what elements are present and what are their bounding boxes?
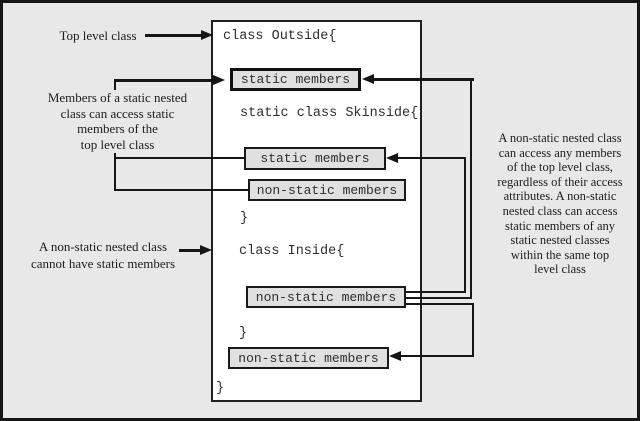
- connector-to-skinside-static: [114, 157, 245, 159]
- static-nested-note: Members of a static nested class can acc…: [47, 90, 188, 152]
- connector-staticnote-top-shaft: [114, 79, 214, 82]
- connector-nonstaticnote-shaft: [179, 249, 201, 252]
- right-access-note: A non-static nested class can access any…: [497, 131, 623, 277]
- arrowhead-outside-static-right-icon: [362, 74, 374, 84]
- code-outside-open: class Outside{: [223, 29, 337, 44]
- code-inside-close: }: [239, 326, 248, 341]
- code-inside-open: class Inside{: [239, 244, 345, 259]
- outside-static-members-box: static members: [230, 68, 361, 91]
- connector-drop-to-bottom: [472, 303, 474, 357]
- code-skinside-close: }: [240, 211, 249, 226]
- skinside-nonstatic-members-box: non-static members: [248, 179, 406, 201]
- top-level-class-label: Top level class: [59, 28, 137, 43]
- code-outside-close: }: [216, 381, 225, 396]
- connector-top-level-shaft: [145, 34, 203, 37]
- connector-riser-outer: [470, 78, 472, 299]
- arrowhead-outside-nonstatic-icon: [389, 351, 401, 361]
- skinside-static-members-box: static members: [244, 147, 386, 170]
- code-skinside-open: static class Skinside{: [240, 106, 419, 121]
- arrowhead-top-level-icon: [201, 30, 213, 40]
- arrowhead-outside-static-left-icon: [213, 75, 225, 85]
- connector-staticnote-stub: [114, 80, 116, 90]
- outside-nonstatic-members-box: non-static members: [228, 347, 389, 369]
- connector-skinside-static-shaft: [397, 157, 466, 159]
- connector-riser-inner: [464, 157, 466, 293]
- connector-outside-static-shaft: [373, 78, 474, 81]
- connector-fork-bottom: [406, 303, 474, 305]
- connector-fork-middle: [406, 297, 472, 299]
- arrowhead-skinside-static-icon: [386, 153, 398, 163]
- connector-outside-nonstatic-shaft: [400, 355, 474, 357]
- inside-nonstatic-members-box: non-static members: [246, 286, 406, 308]
- connector-fork-top: [406, 291, 466, 293]
- arrowhead-class-inside-icon: [200, 245, 212, 255]
- connector-staticnote-riser: [114, 153, 116, 191]
- nonstatic-nested-note: A non-static nested class cannot have st…: [30, 239, 176, 271]
- connector-to-skinside-nonstatic: [114, 189, 250, 191]
